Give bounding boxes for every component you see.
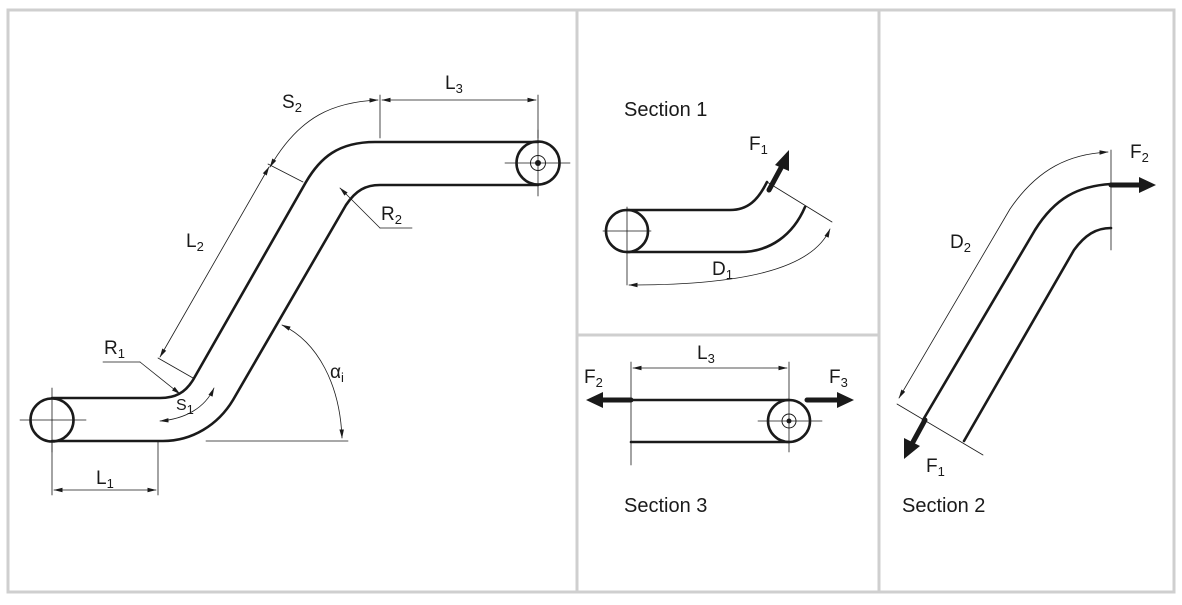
- section-3-caption: Section 3: [624, 495, 707, 517]
- label-d2: D2: [950, 232, 971, 255]
- section-1-caption: Section 1: [624, 99, 707, 121]
- label-l1: L1: [96, 468, 114, 491]
- label-f1-s1: F1: [749, 134, 768, 157]
- s1-arc-dimension: [159, 387, 215, 423]
- f1-force-shaft-s1: [766, 163, 785, 193]
- s2-pipe-top-edge: [921, 182, 1113, 422]
- main-pipe-drawing: L1 L2 S2 L3 R2 R1 S1 αi: [19, 73, 571, 496]
- label-l2: L2: [186, 231, 204, 254]
- section-1-drawing: Section 1 D1 F1: [602, 99, 833, 288]
- s1-cut-line: [766, 181, 833, 223]
- label-r1: R1: [104, 338, 125, 361]
- label-s2: S2: [282, 92, 302, 115]
- l2-extension-top: [267, 163, 304, 183]
- f1-force-head-s1: [775, 150, 789, 171]
- label-f2-s3: F2: [584, 367, 603, 390]
- l2-extension-bottom: [157, 357, 194, 379]
- section-2-caption: Section 2: [902, 495, 985, 517]
- label-f1-s2: F1: [926, 456, 945, 479]
- s2-cut-line-bottom: [896, 403, 984, 456]
- f1-force-head-s2: [904, 438, 920, 459]
- label-d1: D1: [712, 259, 733, 282]
- r2-leader: [339, 187, 381, 229]
- label-l3-s3: L3: [697, 343, 715, 366]
- d2-dimension: [898, 150, 1109, 399]
- label-s1: S1: [176, 397, 194, 417]
- s2-pipe-bottom-edge: [962, 226, 1113, 443]
- s1-pipe-top-edge: [625, 180, 769, 212]
- s2-arc-dimension: [269, 98, 379, 168]
- d1-dimension: [628, 228, 831, 288]
- label-l3: L3: [445, 73, 463, 96]
- f3-force-head-s3: [837, 392, 854, 408]
- f2-force-head-s3: [586, 392, 603, 408]
- s1-pipe-bottom-edge: [625, 205, 807, 254]
- section-3-drawing: Section 3 L3 F2 F3: [584, 343, 854, 517]
- alpha-arc: [281, 324, 344, 439]
- label-f3-s3: F3: [829, 367, 848, 390]
- panel-frames: [6, 8, 1176, 594]
- section-2-drawing: Section 2 D2 F2 F1: [896, 142, 1156, 517]
- label-alpha: αi: [330, 362, 344, 385]
- outer-frame: [6, 8, 1176, 594]
- label-r2: R2: [381, 204, 402, 227]
- f2-force-head-s2: [1139, 177, 1156, 193]
- label-f2-s2: F2: [1130, 142, 1149, 165]
- f1-force-shaft-s2: [910, 417, 928, 445]
- pipe-bottom-edge: [50, 183, 540, 443]
- l2-dimension-line: [159, 166, 270, 358]
